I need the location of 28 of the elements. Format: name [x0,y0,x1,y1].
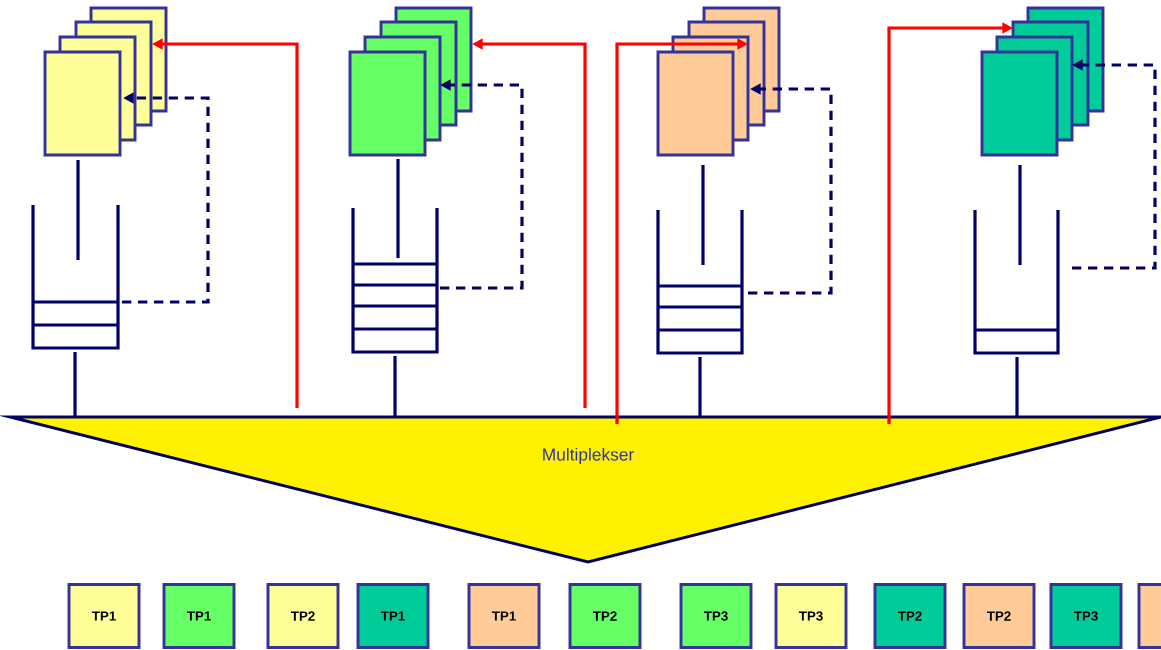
packet-box: TP2 [266,583,340,649]
packet-box: TP3 [1049,583,1123,649]
connector-line [1015,357,1019,417]
connector-line [76,160,80,260]
connector-line [393,356,397,417]
packet-box: TP2 [962,583,1036,649]
packet-box: TP1 [162,583,236,649]
packet-box: TP1 [467,583,541,649]
buffer-drawing [656,210,744,355]
packet-box: TP3 [679,583,753,649]
connector-line [698,357,702,417]
buffer-drawing [351,208,439,354]
buffer-drawing [31,205,120,350]
packet-box [1137,583,1161,649]
connector-line [396,159,400,258]
buffer-drawing [973,210,1060,355]
packet-box: TP1 [67,583,141,649]
packet-box: TP2 [568,583,642,649]
page-stack-drawing [348,6,473,157]
packet-box: TP1 [356,583,430,649]
connector-line [1018,165,1022,265]
packet-box: TP2 [873,583,947,649]
connector-line [73,352,77,417]
page-stack-drawing [43,6,168,157]
page-stack-drawing [980,6,1105,157]
connector-line [701,165,705,265]
packet-box: TP3 [774,583,848,649]
page-stack-drawing [656,6,781,157]
